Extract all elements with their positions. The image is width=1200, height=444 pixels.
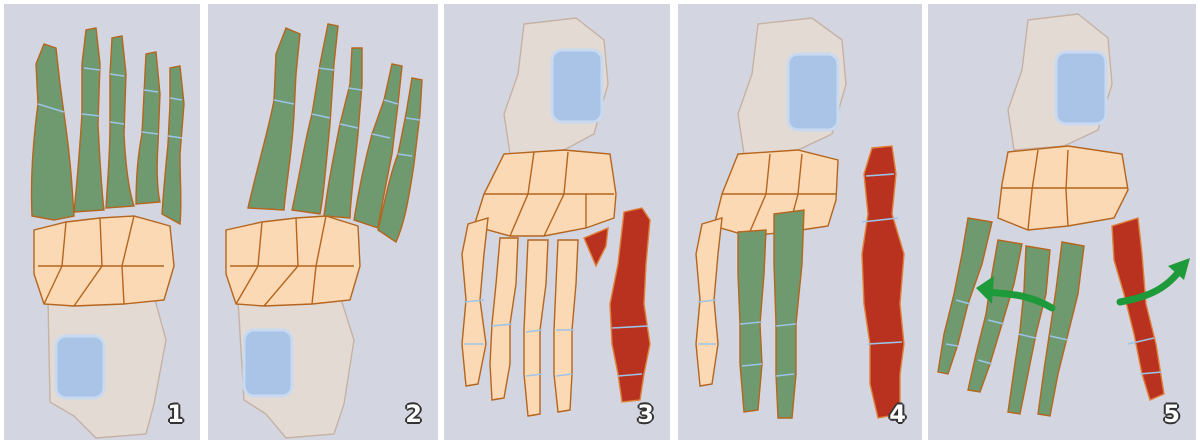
transferred-toe-bones	[774, 210, 804, 418]
foot-skeleton-step-3	[444, 4, 670, 440]
resected-big-toe	[862, 146, 904, 418]
tarsal-bones	[474, 150, 616, 236]
resected-cuneiform	[584, 228, 608, 266]
foot-skeleton-step-2	[208, 4, 438, 440]
cartilage-patch	[244, 330, 292, 396]
foot-skeleton-step-4	[678, 4, 922, 440]
panel-4: 4	[678, 4, 922, 440]
cartilage-patch	[1056, 52, 1106, 124]
second-toe-bones	[74, 28, 104, 212]
panel-3: 3	[444, 4, 670, 440]
fifth-toe-bones	[162, 66, 184, 224]
transferred-toe-bones	[738, 230, 766, 412]
cartilage-patch	[56, 336, 104, 398]
panel-2: 2	[208, 4, 438, 440]
resected-big-toe	[610, 208, 650, 402]
cartilage-patch	[552, 50, 602, 122]
cartilage-patch	[788, 54, 838, 130]
big-toe-bones	[248, 28, 300, 210]
panel-5: 5	[928, 4, 1196, 440]
foot-skeleton-step-5	[928, 4, 1196, 440]
step-number: 1	[167, 400, 184, 428]
panel-1: 1	[4, 4, 200, 440]
fourth-toe-bones	[136, 52, 160, 204]
step-number: 2	[405, 400, 422, 428]
step-number: 4	[889, 400, 906, 428]
big-toe-bones	[31, 44, 74, 220]
step-number: 5	[1163, 400, 1180, 428]
step-number: 3	[637, 400, 654, 428]
arrow-head	[976, 276, 994, 304]
foot-skeleton-step-1	[4, 4, 200, 440]
tarsal-bones	[34, 216, 174, 306]
